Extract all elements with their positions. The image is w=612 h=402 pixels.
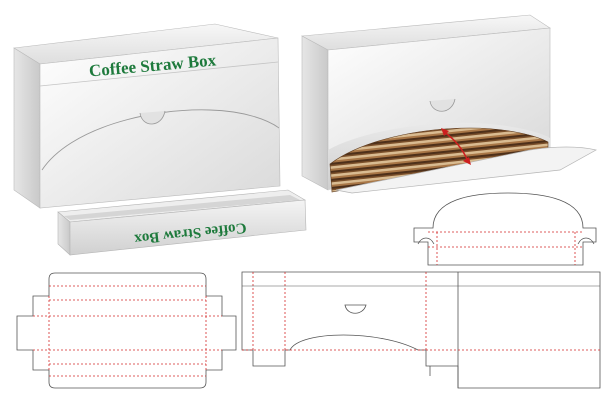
closed-box-mockup: Coffee Straw Box xyxy=(13,23,281,209)
closed-box-thumb-notch xyxy=(139,110,166,125)
insert-dieline-cut xyxy=(413,192,597,266)
open-box-mockup xyxy=(300,14,597,194)
closed-box-tear-curve xyxy=(41,109,280,171)
insert-dieline xyxy=(413,192,597,266)
open-box-thumb-notch xyxy=(429,98,456,112)
tray-dieline xyxy=(16,272,237,389)
open-box-flap xyxy=(335,146,597,194)
open-box-side-face xyxy=(301,35,329,191)
closed-box-lid-fold xyxy=(39,61,279,87)
tray-front-face xyxy=(69,199,307,256)
coffee-straw-bundle xyxy=(329,127,549,193)
closed-box-side-face xyxy=(13,47,41,209)
box-dieline-cut xyxy=(241,271,601,389)
tray-inner xyxy=(64,195,300,220)
closed-box-front-face xyxy=(39,37,281,209)
box-dieline-thumb-notch xyxy=(344,304,367,314)
tray-dieline-cut xyxy=(16,272,237,389)
box-dieline xyxy=(241,271,601,389)
straw-height-arrow xyxy=(441,128,471,165)
